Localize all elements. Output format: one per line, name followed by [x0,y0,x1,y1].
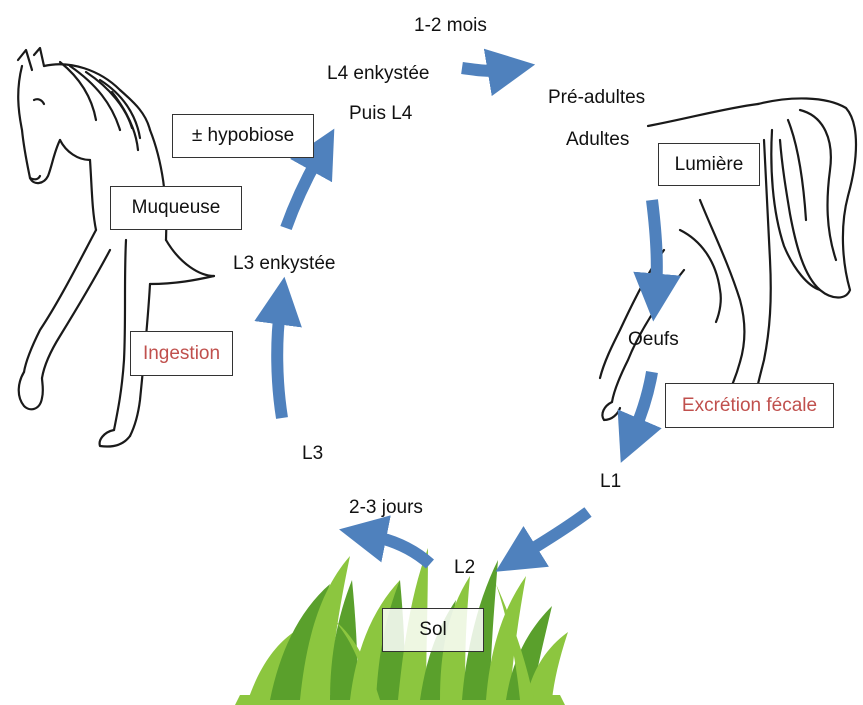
horse-front-drawing [18,48,214,447]
l2-label: L2 [454,558,475,577]
hypobiosis-box: ± hypobiose [172,114,314,158]
l3-label: L3 [302,444,323,463]
cycle-arrow-l1-to-l2 [524,512,588,554]
l1-label: L1 [600,472,621,491]
light-box: Lumière [658,143,760,186]
l4-encysted-label: L4 enkystée [327,64,429,83]
then-l4-label: Puis L4 [349,104,412,123]
cycle-arrow-eggs-to-l1 [634,372,652,432]
cycle-arrow-adults-to-eggs [652,200,657,288]
cycle-arrow-l3-up [277,310,282,418]
duration-label-top: 1-2 mois [414,16,487,35]
cycle-arrow-l2-to-duration [372,536,430,564]
l3-encysted-label: L3 enkystée [233,254,335,273]
duration-label-bottom: 2-3 jours [349,498,423,517]
adults-label: Adultes [566,130,629,149]
cycle-arrow-l3-encysted-to-l4 [286,158,318,228]
cycle-arrow-l4-to-adults [462,68,502,71]
fecal-excretion-box: Excrétion fécale [665,383,834,428]
mucosa-box: Muqueuse [110,186,242,230]
soil-box: Sol [382,608,484,652]
eggs-label: Oeufs [628,330,679,349]
ingestion-box: Ingestion [130,331,233,376]
pre-adults-label: Pré-adultes [548,88,645,107]
